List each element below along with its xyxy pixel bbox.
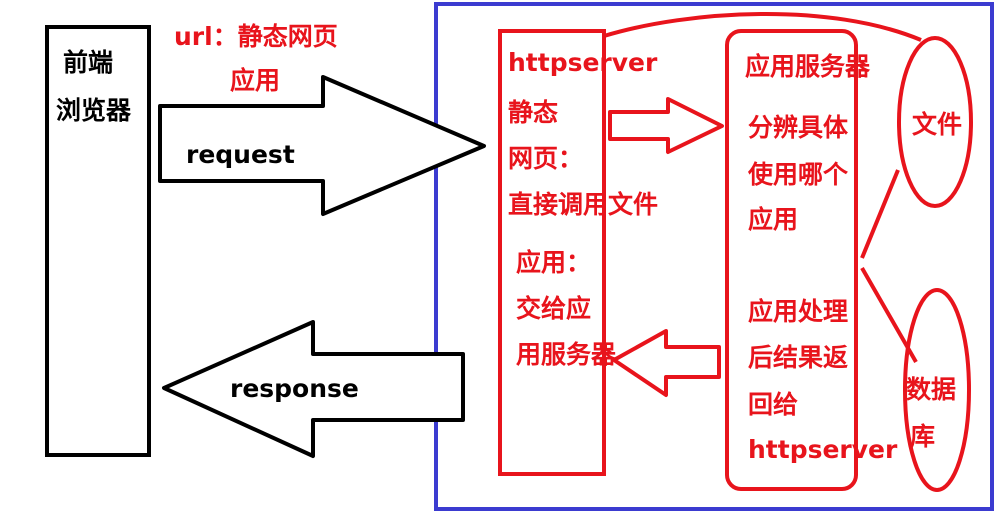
app-server-desc2-line4: httpserver — [748, 435, 898, 464]
app-server-desc2-line2: 后结果返 — [748, 343, 849, 372]
return-arrow — [612, 329, 721, 397]
httpserver-static-line3: 直接调用文件 — [508, 190, 659, 219]
app-server-box — [725, 29, 858, 491]
forward-arrow — [608, 97, 724, 154]
request-label: request — [186, 140, 295, 169]
httpserver-box — [498, 29, 606, 476]
app-server-desc1-line2: 使用哪个 — [748, 160, 849, 189]
httpserver-file-link — [603, 11, 922, 42]
app-server-desc2-line3: 回给 — [748, 390, 799, 419]
file-label: 文件 — [912, 110, 963, 139]
database-label-line1: 数据 — [906, 375, 957, 404]
browser-label-line2: 浏览器 — [56, 96, 132, 125]
appserver-db-link — [860, 267, 918, 363]
httpserver-app-line2: 交给应 — [516, 294, 592, 323]
browser-label-line1: 前端 — [63, 48, 114, 77]
httpserver-app-line1: 应用： — [516, 248, 592, 277]
server-region-box — [434, 2, 994, 511]
browser-box — [45, 25, 151, 457]
file-ellipse — [897, 36, 973, 208]
url-note-line2: 应用 — [230, 66, 281, 95]
response-arrow — [162, 320, 465, 458]
url-note-line1: url：静态网页 — [174, 22, 338, 51]
request-arrow — [158, 75, 486, 216]
response-label: response — [230, 374, 359, 403]
app-server-desc1-line3: 应用 — [748, 205, 799, 234]
app-server-desc1-line1: 分辨具体 — [748, 113, 849, 142]
httpserver-title: httpserver — [508, 48, 658, 77]
database-ellipse — [903, 288, 971, 492]
httpserver-static-line1: 静态 — [508, 98, 559, 127]
database-label-line2: 库 — [910, 422, 936, 451]
app-server-title: 应用服务器 — [745, 52, 871, 81]
httpserver-static-line2: 网页： — [508, 144, 584, 173]
app-server-desc2-line1: 应用处理 — [748, 297, 849, 326]
appserver-file-link — [860, 169, 900, 259]
httpserver-app-line3: 用服务器 — [516, 340, 617, 369]
